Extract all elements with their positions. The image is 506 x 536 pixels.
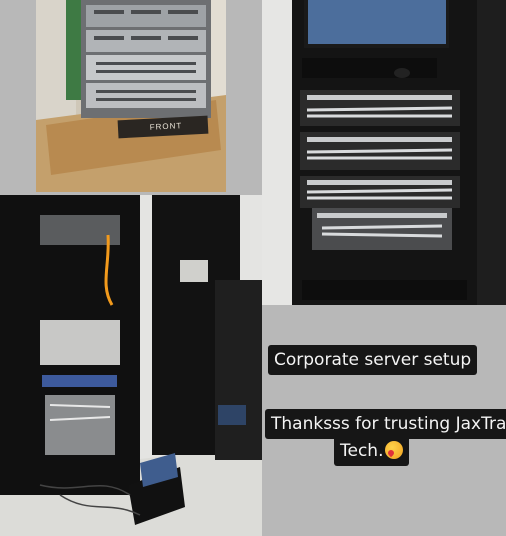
photo-network-rack bbox=[262, 0, 506, 305]
caption-line1-text: Corporate server setup bbox=[274, 350, 472, 370]
caption-thanks-line1: Thanksss for trusting JaxTrail bbox=[265, 409, 506, 439]
caption-line2b-text: Tech. bbox=[340, 441, 384, 461]
smiling-face-with-hearts-icon bbox=[385, 441, 404, 459]
photo-switch-chassis: FRONT bbox=[36, 0, 226, 192]
caption-corporate-server-setup: Corporate server setup bbox=[268, 345, 478, 375]
caption-line2a-text: Thanksss for trusting JaxTrail bbox=[271, 414, 506, 434]
photo-server-room bbox=[0, 195, 262, 536]
caption-thanks-line2: Tech. bbox=[334, 436, 410, 466]
